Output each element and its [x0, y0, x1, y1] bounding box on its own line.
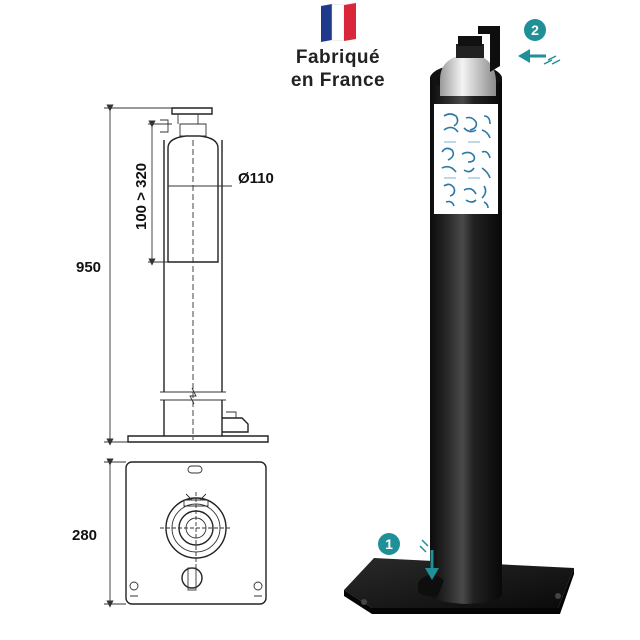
- callout-foot-pedal: 1: [378, 533, 439, 580]
- dimension-base-width: 280: [72, 527, 97, 544]
- side-view-drawing: [104, 104, 269, 446]
- dispenser-render: [344, 26, 574, 614]
- dimension-bottle-height: 100 > 320: [133, 163, 150, 230]
- france-flag-icon: [321, 3, 356, 42]
- handwash-instructions-icon: [441, 113, 491, 209]
- callout-1-number: 1: [385, 536, 393, 552]
- dimension-diameter: Ø110: [238, 170, 274, 187]
- dimension-total-height: 950: [76, 259, 101, 276]
- callout-2-number: 2: [531, 22, 539, 38]
- callout-dispenser-head: 2: [518, 19, 561, 65]
- top-view-drawing: [104, 458, 267, 608]
- made-in-line2: en France: [291, 70, 385, 91]
- made-in-line1: Fabriqué: [296, 47, 380, 68]
